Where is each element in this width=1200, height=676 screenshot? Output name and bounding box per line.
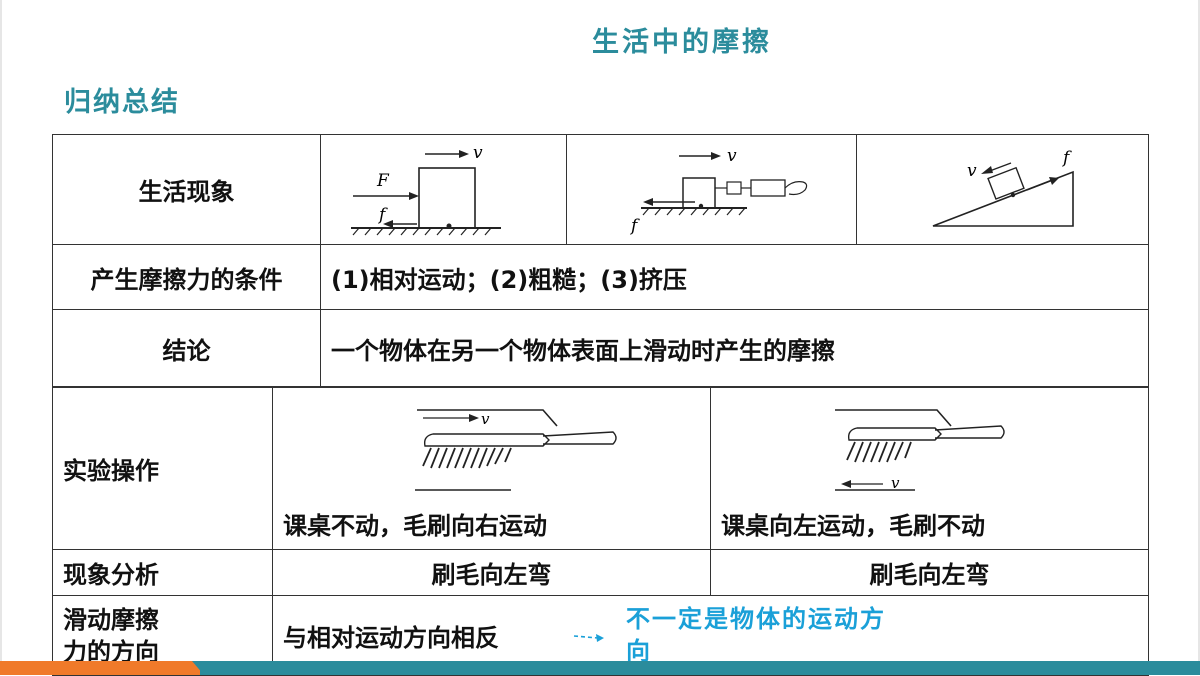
label-conditions: 产生摩擦力的条件 [52,244,321,310]
velocity-v-label-3: v [967,161,977,181]
brush-right-diagram: v [415,409,617,491]
exp2-v-label: v [891,474,900,492]
friction-f-label-2: f [629,216,640,236]
experiment-2: v 课桌向左运动，毛刷不动 [710,387,1149,550]
summary-table-2: 实验操作 v 课桌不动，毛刷向右运动 [52,387,1149,676]
friction-f-label: f [377,205,388,225]
conditions-text: (1)相对运动；(2)粗糙；(3)挤压 [320,244,1149,310]
page-title: 生活中的摩擦 [592,27,772,58]
note-text: 不一定是物体的运动方向 [626,605,886,665]
footer-bar-teal [200,661,1200,675]
footer-bar-orange [0,661,200,675]
label-life-phenomenon: 生活现象 [52,134,321,245]
summary-table-1: 生活现象 F f v [52,134,1149,387]
label-conclusion: 结论 [52,309,321,387]
analysis-right: 刷毛向左弯 [710,549,1149,596]
dashed-arrow-icon [573,634,604,642]
section-heading: 归纳总结 [64,87,180,118]
conclusion-text: 一个物体在另一个物体表面上滑动时产生的摩擦 [320,309,1149,387]
incline-diagram: f v [932,148,1074,227]
footer-bar-tip [192,661,204,675]
velocity-v-label-2: v [727,146,737,166]
left-edge-line [0,0,2,675]
box-pull-diagram: f v [629,146,808,236]
exp2-caption: 课桌向左运动，毛刷不动 [721,512,985,540]
exp1-v-label: v [481,410,490,428]
right-edge-line [1198,0,1200,675]
experiment-1: v 课桌不动，毛刷向右运动 [272,387,711,550]
label-experiment: 实验操作 [52,387,273,550]
box-push-diagram: F f v [351,143,501,235]
friction-f-label-3: f [1061,148,1072,168]
figure-box-push: F f v [320,134,567,245]
figure-box-pull: f v [566,134,857,245]
analysis-left: 刷毛向左弯 [272,549,711,596]
brush-left-diagram: v [835,409,1005,492]
exp1-caption: 课桌不动，毛刷向右运动 [283,512,547,540]
velocity-v-label: v [473,143,483,163]
figure-incline: f v [856,134,1149,245]
label-analysis: 现象分析 [52,549,273,596]
force-F-label: F [376,171,390,191]
